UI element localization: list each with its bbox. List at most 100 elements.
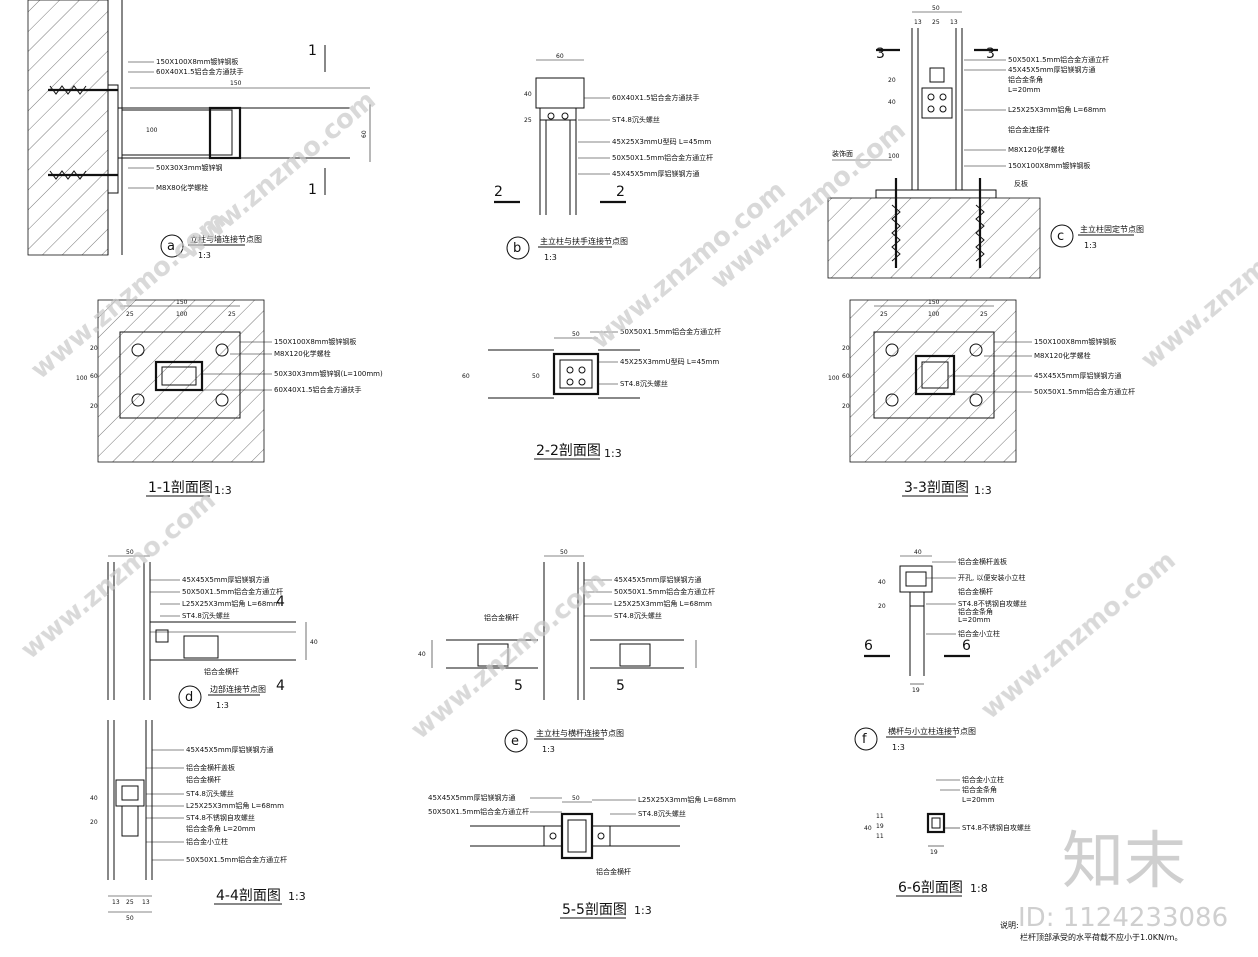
section-4-4-scale: 1:3	[288, 890, 306, 903]
detail-e: 50 40 5 5 45X45X5mm厚铝镁钢方通 50X50X1.5mm铝合金…	[418, 549, 715, 754]
cut-mark-5-right: 5	[616, 678, 625, 694]
dim-100: 100	[146, 127, 158, 134]
dim-11-100: 100	[176, 311, 188, 318]
dim-11-100v: 100	[76, 375, 88, 382]
dim-22-50: 50	[572, 331, 580, 338]
dim-22-60: 60	[462, 373, 470, 380]
dim-11-25b: 25	[228, 311, 236, 318]
detail-f-marker	[854, 727, 878, 751]
watermark-site-7: www.znzmo.com	[405, 565, 611, 745]
detail-c-scale: 1:3	[1084, 241, 1097, 250]
detail-e-title: 主立柱与横杆连接节点图	[536, 728, 624, 738]
dim-11-60: 60	[90, 373, 98, 380]
dim-33-25b: 25	[980, 311, 988, 318]
dim-150: 150	[230, 80, 242, 87]
label-44-corner: 铝合金条角 L=20mm	[186, 824, 256, 833]
dim-33-100v: 100	[828, 375, 840, 382]
detail-a-scale: 1:3	[198, 251, 211, 260]
label-e-screw: ST4.8沉头螺丝	[614, 611, 662, 620]
label-11-plate: 150X100X8mm镀锌钢板	[274, 337, 356, 346]
label-33-bolt: M8X120化学螺栓	[1034, 351, 1091, 360]
detail-c-marker	[1050, 224, 1074, 248]
dim-f-20: 20	[878, 603, 886, 610]
label-11-bolt: M8X120化学螺栓	[274, 349, 331, 358]
label-f-post: 铝合金小立柱	[958, 629, 1000, 638]
dim-66-11b: 11	[876, 833, 884, 840]
note-text: 栏杆顶部承受的水平荷载不应小于1.0KN/m。	[1020, 932, 1182, 942]
label-d-core: 45X45X5mm厚铝镁钢方通	[182, 575, 270, 584]
detail-a-title: 立柱与墙连接节点图	[190, 234, 262, 244]
section-2-2: 50 60 50 50X50X1.5mm铝合金方通立杆 45X25X3mmU型码…	[462, 327, 721, 460]
dim-d-40: 40	[310, 639, 318, 646]
detail-d-title: 边部连接节点图	[210, 684, 266, 694]
label-44-minipost: 铝合金小立柱	[186, 837, 228, 846]
label-d-rail: 铝合金横杆	[204, 667, 239, 676]
label-c-connector: 铝合金连接件	[1008, 125, 1050, 134]
label-33-core: 45X45X5mm厚铝镁钢方通	[1034, 371, 1122, 380]
label-55-angle: L25X25X3mm铝角 L=68mm	[638, 795, 736, 804]
dim-c-25: 25	[932, 19, 940, 26]
cut-mark-4-top: 4	[276, 594, 285, 610]
dim-33-100: 100	[928, 311, 940, 318]
dim-f-40: 40	[914, 549, 922, 556]
label-f-screw: ST4.8不锈钢自攻螺丝	[958, 599, 1027, 608]
detail-b-marker	[506, 236, 530, 260]
label-22-screw: ST4.8沉头螺丝	[620, 379, 668, 388]
label-44-angle: L25X25X3mm铝角 L=68mm	[186, 801, 284, 810]
watermark-site-8: www.znzmo.com	[975, 545, 1181, 725]
section-5-5-title: 5-5剖面图	[562, 902, 627, 918]
section-5-5-scale: 1:3	[634, 904, 652, 917]
label-c-core: 45X45X5mm厚铝镁钢方通	[1008, 65, 1096, 74]
section-6-6-scale: 1:8	[970, 882, 988, 895]
label-a-steel-plate: 150X100X8mm镀锌钢板	[156, 57, 238, 66]
label-b-ubracket: 45X25X3mmU型码 L=45mm	[612, 137, 711, 146]
detail-e-letter: e	[511, 734, 519, 749]
detail-b-scale: 1:3	[544, 253, 557, 262]
note-heading: 说明:	[1000, 920, 1019, 930]
section-1-1-title: 1-1剖面图	[148, 480, 213, 496]
detail-e-marker	[504, 729, 528, 753]
label-c-length: L=20mm	[1008, 86, 1040, 94]
detail-a-marker	[160, 234, 184, 258]
detail-d-scale: 1:3	[216, 701, 229, 710]
dim-44-25: 25	[126, 899, 134, 906]
label-66-corner: 铝合金条角	[962, 785, 997, 794]
brand-mark: 知末 ID: 1124233086	[1018, 824, 1228, 933]
anchor-bolt-upper	[48, 85, 118, 95]
label-d-post: 50X50X1.5mm铝合金方通立杆	[182, 587, 283, 596]
label-11-channel: 50X30X3mm镀锌钢(L=100mm)	[274, 369, 383, 378]
notes: 说明: 栏杆顶部承受的水平荷载不应小于1.0KN/m。	[1000, 920, 1182, 942]
detail-d: 50 40 4 4 45X45X5mm厚铝镁钢方通 50X50X1.5mm铝合金…	[107, 549, 318, 710]
label-f-rail: 铝合金横杆	[958, 587, 993, 596]
dim-e-40: 40	[418, 651, 426, 658]
label-c-finish: 装饰面	[832, 149, 853, 158]
label-22-ubracket: 45X25X3mmU型码 L=45mm	[620, 357, 719, 366]
label-f-cover: 铝合金横杆盖板	[958, 557, 1007, 566]
dim-c-100: 100	[888, 153, 900, 160]
detail-c: 50 13 25 13 20 40 100 3 3 50X50X1.5mm铝合金…	[827, 5, 1144, 279]
dim-33-20b: 20	[842, 403, 850, 410]
detail-c-letter: c	[1057, 229, 1064, 244]
dim-c-40: 40	[888, 99, 896, 106]
detail-b-letter: b	[513, 241, 521, 256]
detail-e-scale: 1:3	[542, 745, 555, 754]
label-33-post: 50X50X1.5mm铝合金方通立杆	[1034, 387, 1135, 396]
brand-id: ID: 1124233086	[1018, 903, 1228, 933]
dim-33-20a: 20	[842, 345, 850, 352]
label-55-rail: 铝合金横杆	[596, 867, 631, 876]
dim-11-20b: 20	[90, 403, 98, 410]
cut-mark-5-left: 5	[514, 678, 523, 694]
label-33-plate: 150X100X8mm镀锌钢板	[1034, 337, 1116, 346]
cut-mark-4-bottom: 4	[276, 678, 285, 694]
section-3-3-scale: 1:3	[974, 484, 992, 497]
label-f-length: L=20mm	[958, 616, 990, 624]
dim-66-11a: 11	[876, 813, 884, 820]
label-c-angle: L25X25X3mm铝角 L=68mm	[1008, 105, 1106, 114]
dim-f-40v: 40	[878, 579, 886, 586]
label-44-rail: 铝合金横杆	[186, 775, 221, 784]
dim-b-60: 60	[556, 53, 564, 60]
detail-f-title: 横杆与小立柱连接节点图	[888, 726, 976, 736]
label-d-screw: ST4.8沉头螺丝	[182, 611, 230, 620]
label-c-bolt: M8X120化学螺栓	[1008, 145, 1065, 154]
